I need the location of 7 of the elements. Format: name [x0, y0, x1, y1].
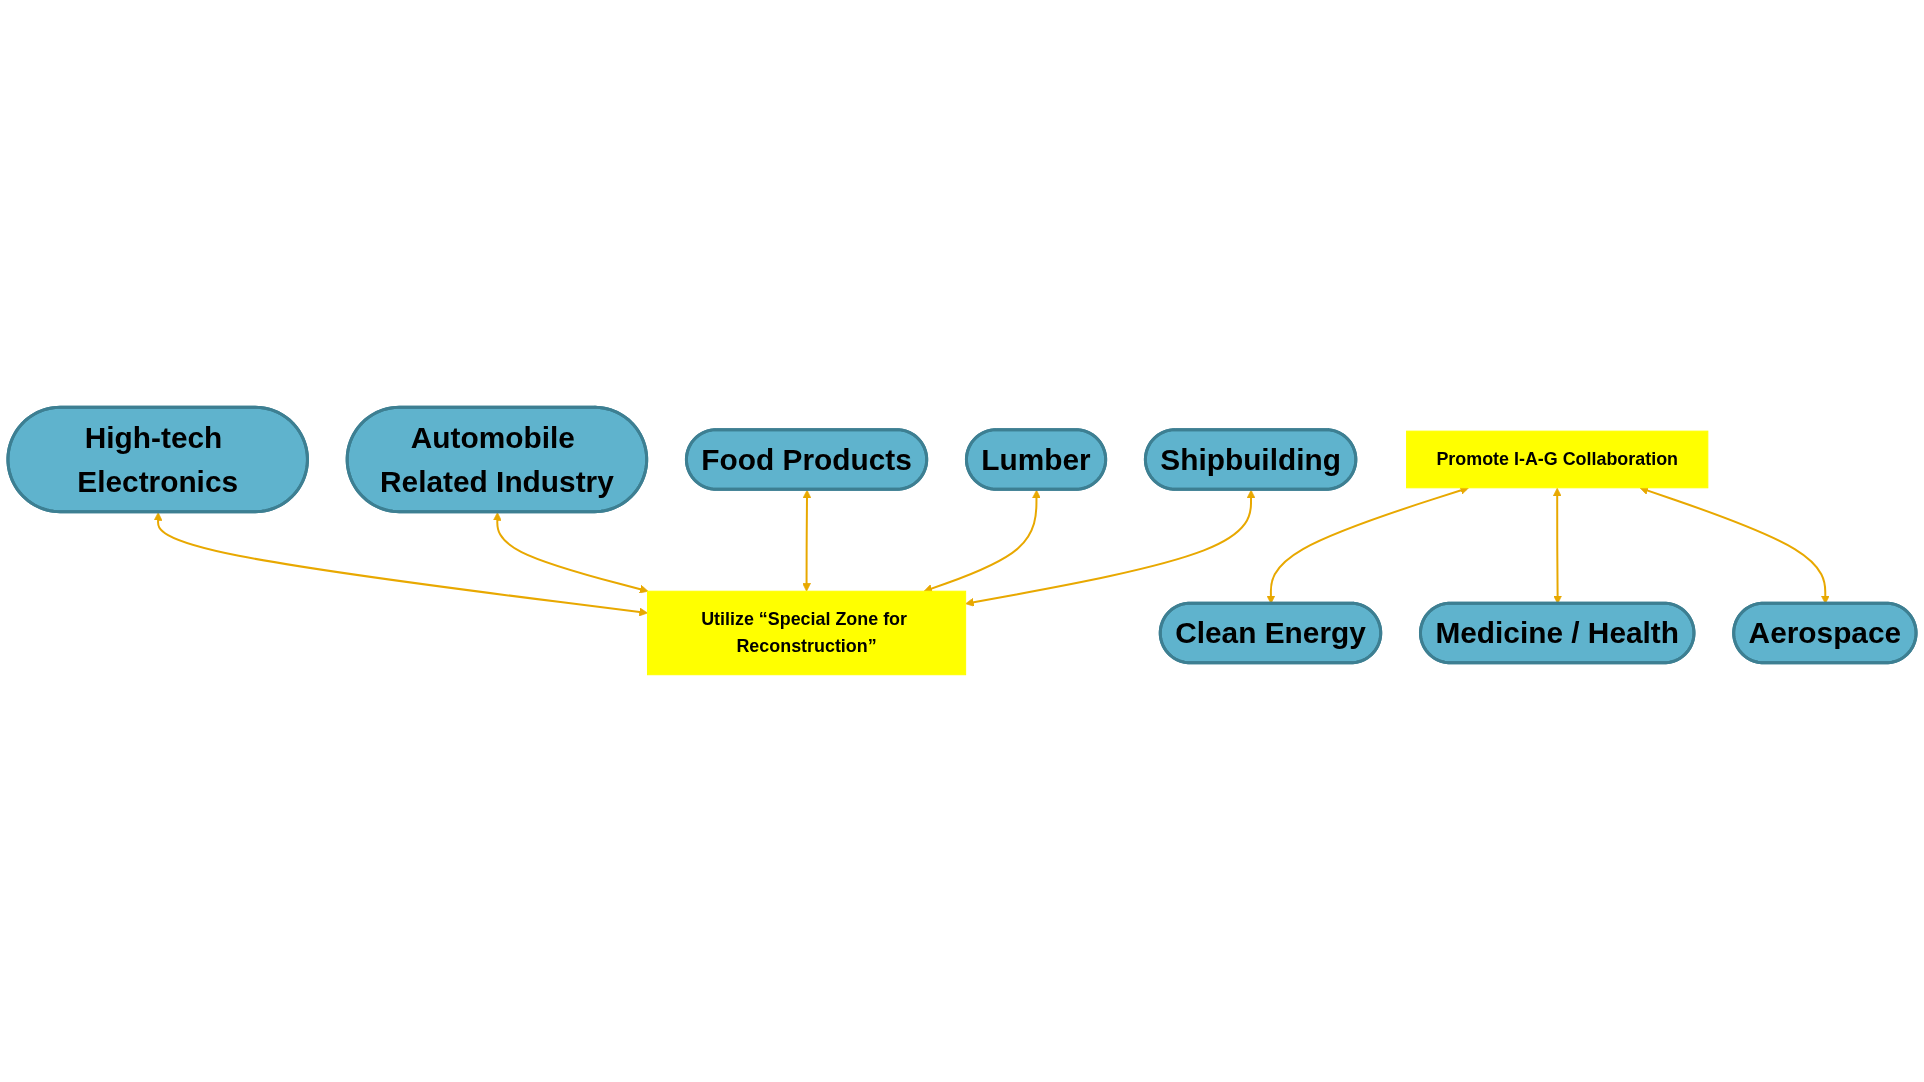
- arrow: [923, 489, 1041, 593]
- arrow: [802, 489, 812, 592]
- node-box: Utilize “Special Zone for Reconstruction”: [647, 590, 967, 676]
- arrow: [492, 512, 649, 594]
- node-box: Promote I-A-G Collaboration: [1406, 430, 1709, 489]
- arrow: [965, 489, 1256, 607]
- arrow: [153, 512, 648, 617]
